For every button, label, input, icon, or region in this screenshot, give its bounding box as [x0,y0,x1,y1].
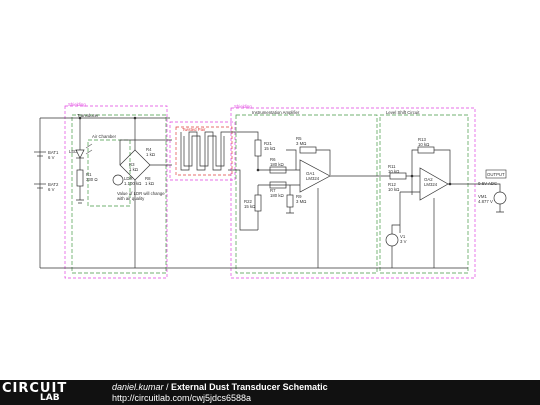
r22-value: 15 kΩ [244,204,256,209]
voltage-source-v1 [385,233,399,247]
r3-value: 1 kΩ [129,167,139,172]
ldr-symbol [112,174,124,186]
battery-bat2 [34,183,46,189]
logo-text-top: CIRCUIT [2,381,68,396]
resistor-r1 [76,169,84,187]
author-name[interactable]: daniel.kumar [112,382,164,392]
level-shift-box [379,114,469,274]
bat1-value: 6 V [48,155,55,160]
r12-name: R12 [388,182,396,187]
r9-value: 3 MΩ [296,199,307,204]
oa2-part: LM324 [424,182,438,187]
twisted-pair-shielding-box [169,121,236,181]
ldr-name: LDR [124,176,133,181]
circuitlab-logo[interactable]: CIRCUIT LAB [2,381,92,405]
ldr-value: 1.100 kΩ [124,181,142,186]
opamp-oa2 [419,167,449,201]
r1-name: R1 [86,172,92,177]
transducer-label: Transducer [77,113,99,118]
r3-name: R3 [129,162,135,167]
r7-name: R7 [270,188,276,193]
attribution-separator: / [163,382,172,392]
attribution-line: daniel.kumar / External Dust Transducer … [112,382,328,392]
transducer-shielding-box [64,105,168,279]
r4-name: R4 [146,147,152,152]
air-chamber-label: Air Chamber [92,134,117,139]
twisted-pair-label: Twisted Pair [182,127,206,132]
logo-text-bottom: LAB [40,393,60,403]
bat2-name: BAT2 [48,182,59,187]
led-symbol [75,149,85,159]
amp-shielding-box [230,107,476,279]
output-label: OUTPUT [487,172,505,177]
bat1-name: BAT1 [48,150,59,155]
vm1-name: VM1 [478,194,487,199]
instrumentation-amplifier-label: Instrumentation Amplifier [252,110,300,115]
r6-value: 180 kΩ [270,162,285,167]
schematic-canvas: Shielding Transducer Air Chamber Twisted… [34,102,507,279]
r11-name: R11 [388,164,396,169]
r6-name: R6 [270,157,276,162]
r12-value: 10 kΩ [388,187,400,192]
voltmeter-vm1 [493,191,507,205]
resistor-r21 [254,139,262,157]
resistor-r13 [417,146,435,154]
r8-value: 1 kΩ [145,181,155,186]
footer-bar: CIRCUIT LAB daniel.kumar / External Dust… [0,380,540,405]
r13-name: R13 [418,137,426,142]
r8-name: R8 [145,176,151,181]
r22-name: R22 [244,199,252,204]
r7-value: 180 kΩ [270,193,285,198]
schematic-title: External Dust Transducer Schematic [171,382,328,392]
r21-name: R21 [264,141,272,146]
battery-bat1 [34,151,46,157]
v1-value: 3 V [400,239,407,244]
oa2-name: OA2 [424,177,433,182]
oa1-name: OA1 [306,171,315,176]
opamp-oa1 [299,159,331,193]
schematic-url-link[interactable]: http://circuitlab.com/cwj5jdcs6588a [112,393,252,403]
r4-value: 1 kΩ [146,152,156,157]
v1-name: V1 [400,234,406,239]
r9-name: R9 [296,194,302,199]
r13-value: 10 kΩ [418,142,430,147]
resistor-r22 [254,194,262,212]
amp-shielding-label: Shielding [234,104,252,109]
twisted-pair-box [175,126,233,176]
resistor-r7 [269,181,287,189]
r5-value: 3 MΩ [296,141,307,146]
r11-value: 10 kΩ [388,169,400,174]
air-chamber-box [87,139,131,207]
r1-value: 330 Ω [86,177,98,182]
resistor-r9 [286,194,294,208]
output-port [485,169,507,179]
ldr-note-line2: with air quality [117,196,145,201]
twisted-pair-wire-b [183,135,225,167]
adc-range-label: 0-5V ADC [478,181,497,186]
resistor-r5 [299,146,317,154]
resistor-r6 [269,166,287,174]
led-name: LED [69,149,77,154]
oa1-part: LM324 [306,176,320,181]
led-ground-symbol [76,199,84,204]
ldr-note-line1: Value of LDR will change [117,191,165,196]
level-shift-label: Level Shift Circuit [386,110,420,115]
bat2-value: 6 V [48,187,55,192]
vm1-value: 4.877 V [478,199,493,204]
r5-name: R5 [296,136,302,141]
r21-value: 15 kΩ [264,146,276,151]
instrumentation-amplifier-box [235,114,378,274]
twisted-pair-wire-a [180,131,228,171]
transducer-shielding-label: Shielding [68,102,86,107]
